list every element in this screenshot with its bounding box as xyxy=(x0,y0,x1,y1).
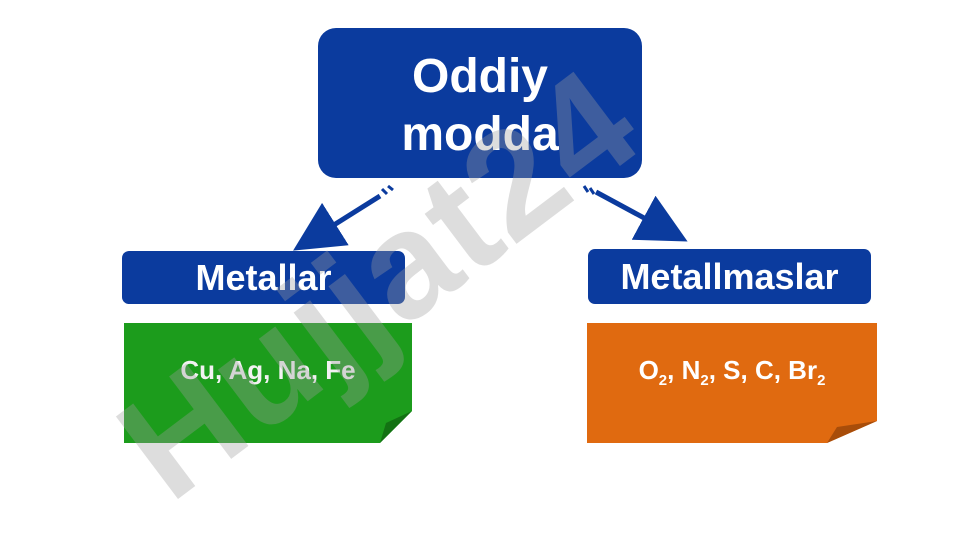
metals-examples-note: Cu, Ag, Na, Fe xyxy=(124,323,412,443)
category-metallmaslar-label: Metallmaslar xyxy=(620,256,839,297)
formula-subscript: 2 xyxy=(700,372,709,389)
category-metallar: Metallar xyxy=(122,251,405,304)
formula-subscript: 2 xyxy=(817,372,826,389)
nonmetals-examples-note: O2, N2, S, C, Br2 xyxy=(587,323,877,443)
root-line-1: Oddiy xyxy=(411,50,548,103)
root-line-2: modda xyxy=(401,108,559,161)
formula-part: , N xyxy=(667,355,701,385)
arrow-left xyxy=(293,184,394,251)
nonmetals-examples-text: O2, N2, S, C, Br2 xyxy=(587,355,877,389)
root-concept-box: Oddiy modda xyxy=(318,28,642,178)
metals-examples-text: Cu, Ag, Na, Fe xyxy=(180,355,356,385)
formula-subscript: 2 xyxy=(658,372,668,389)
formula-part: O xyxy=(638,355,659,385)
arrow-right xyxy=(582,185,688,242)
category-metallmaslar: Metallmaslar xyxy=(588,249,871,304)
category-metallar-label: Metallar xyxy=(195,257,332,298)
formula-part: , S, C, Br xyxy=(708,355,818,385)
